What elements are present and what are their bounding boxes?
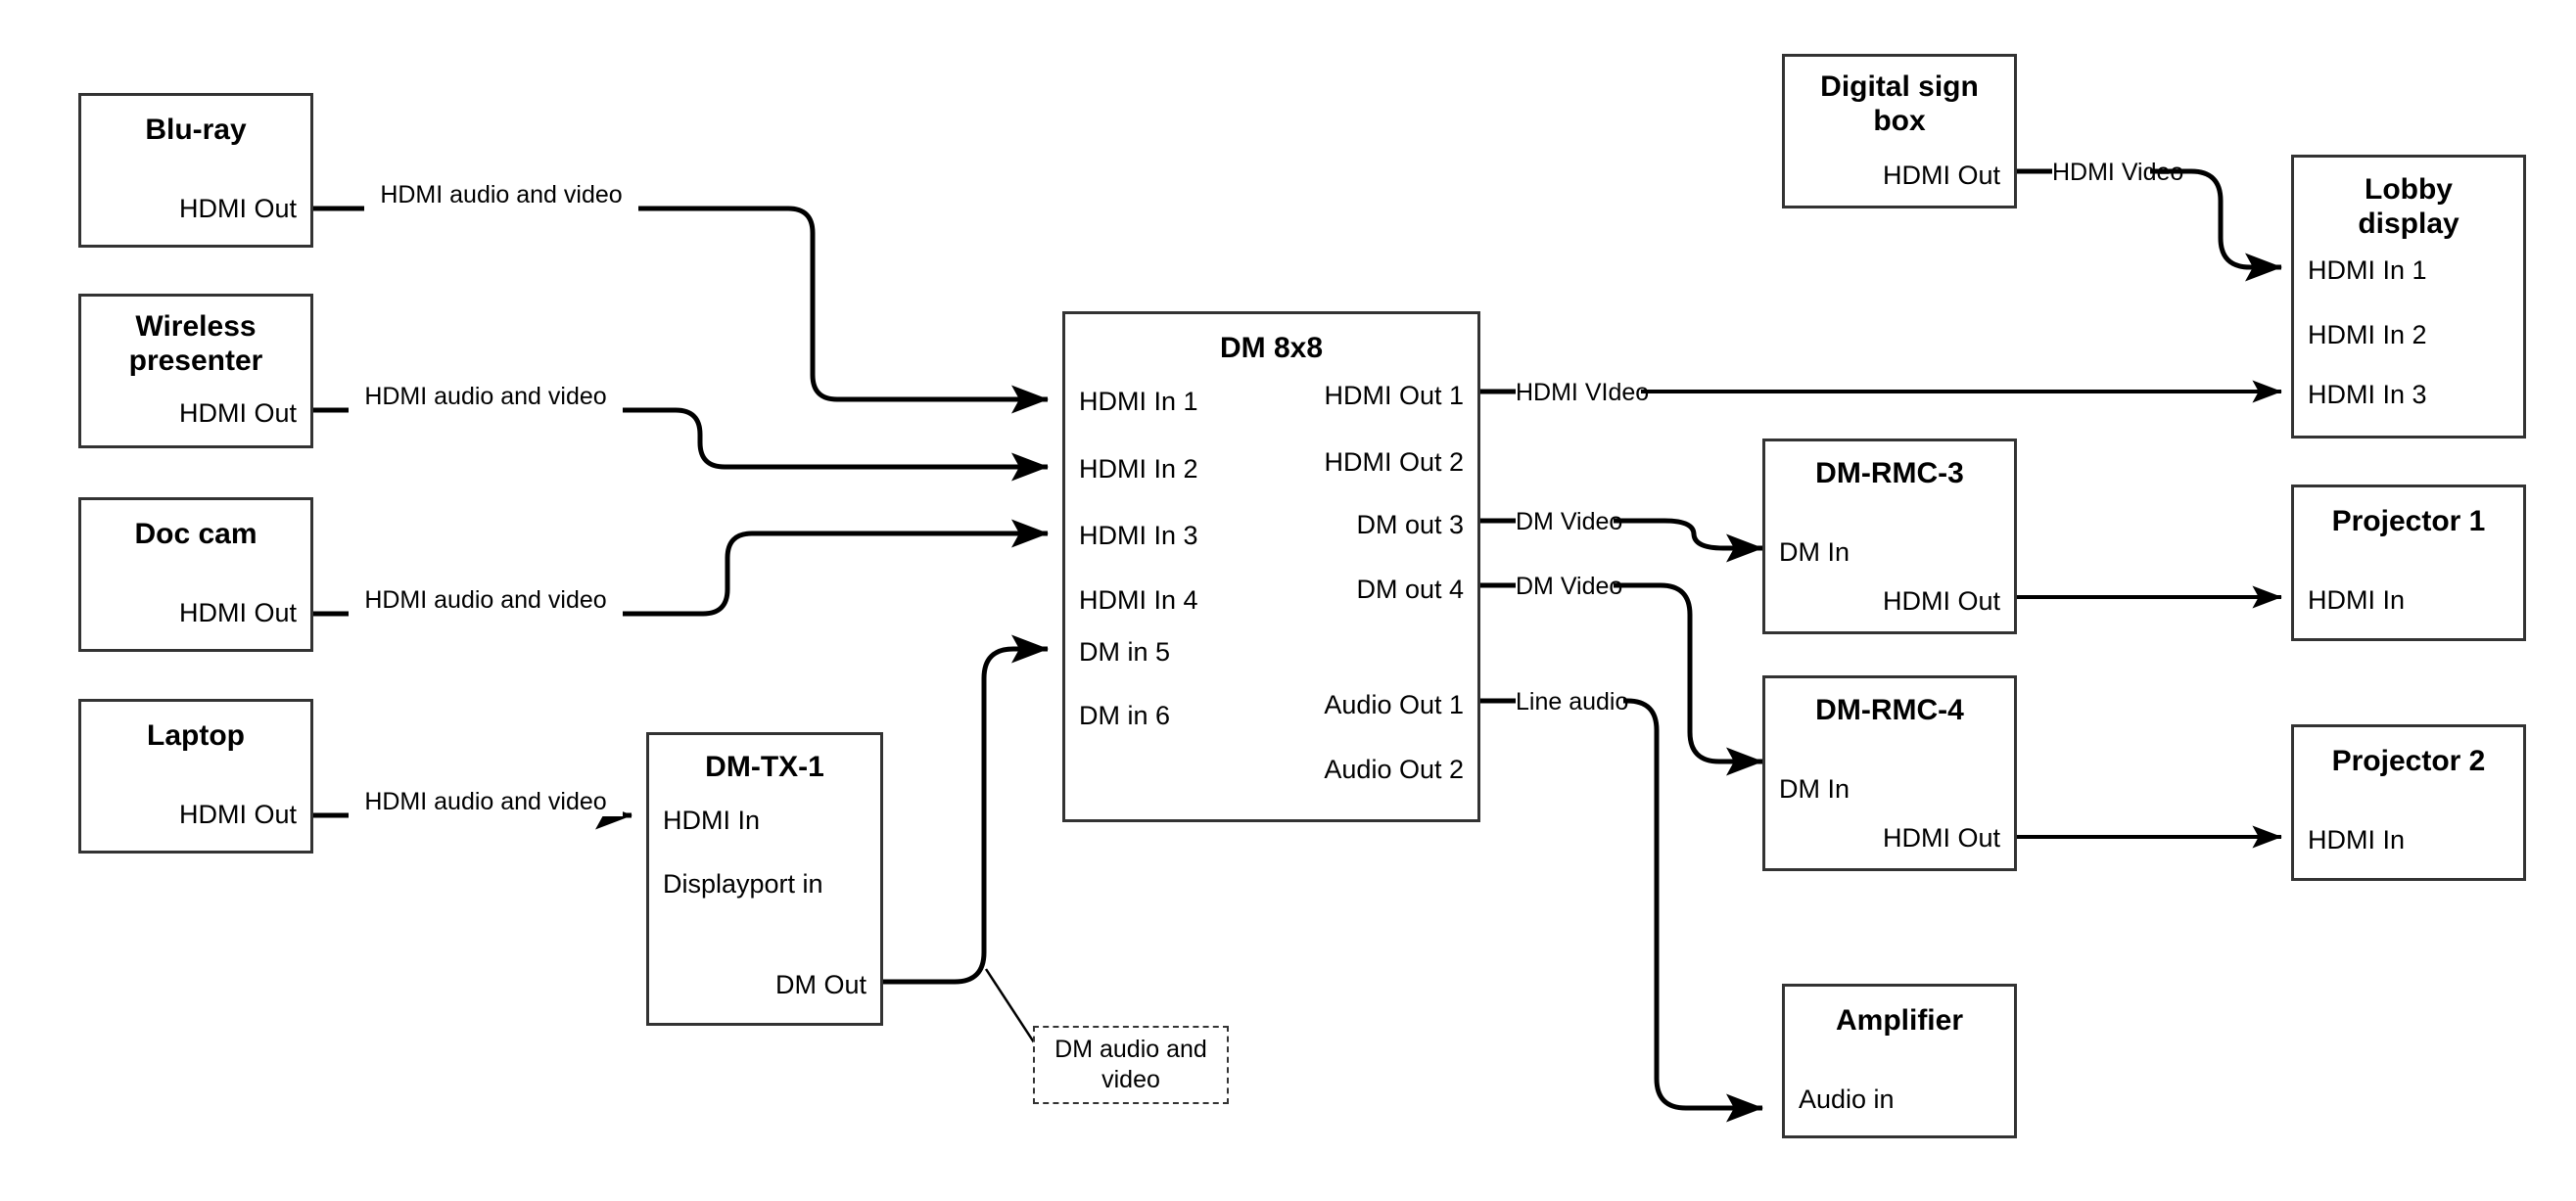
- node-dm-tx-1-port-dm-out: DM Out: [774, 970, 866, 999]
- node-projector-2[interactable]: Projector 2 HDMI In: [2291, 724, 2526, 881]
- node-dm-8x8-port-hdmi-in-1: HDMI In 1: [1079, 387, 1198, 416]
- node-dm-8x8-port-hdmi-in-3: HDMI In 3: [1079, 521, 1198, 550]
- wire-bluray-to-dm8x8-run: [638, 206, 1049, 414]
- node-dm-8x8-port-dm-in-5: DM in 5: [1079, 637, 1171, 667]
- node-dm-8x8-port-hdmi-out-2: HDMI Out 2: [1324, 447, 1464, 477]
- node-dm-8x8-port-audio-out-1: Audio Out 1: [1324, 690, 1464, 719]
- node-digital-sign-box-title: Digital sign box: [1820, 70, 1979, 137]
- annotation-dm-audio-and-video: DM audio and video: [1033, 1026, 1229, 1104]
- node-dm-tx-1-port-displayport-in: Displayport in: [663, 869, 823, 899]
- wire-dm8x8-audioout1-to-amp: [1596, 698, 1763, 1123]
- node-laptop-port-hdmi-out: HDMI Out: [178, 800, 297, 829]
- node-dm-rmc-4[interactable]: DM-RMC-4 DM In HDMI Out: [1762, 675, 2017, 871]
- wire-label-dm-video-3: DM Video: [1516, 508, 1623, 536]
- node-doc-cam-title: Doc cam: [134, 518, 258, 550]
- node-lobby-display-port-hdmi-in-3: HDMI In 3: [2308, 380, 2427, 409]
- node-digital-sign-box-port-hdmi-out: HDMI Out: [1882, 161, 2000, 190]
- node-dm-8x8-port-hdmi-out-1: HDMI Out 1: [1324, 381, 1464, 410]
- node-wireless-presenter-title: Wireless presenter: [128, 310, 263, 377]
- node-laptop[interactable]: Laptop HDMI Out: [78, 699, 313, 854]
- node-projector-2-port-hdmi-in: HDMI In: [2308, 825, 2406, 855]
- wire-label-laptop: HDMI audio and video: [349, 788, 623, 816]
- node-dm-rmc-4-port-hdmi-out: HDMI Out: [1882, 823, 2000, 853]
- wire-label-hdmi-video-sign: HDMI Video: [2052, 159, 2184, 187]
- node-bluray-port-hdmi-out: HDMI Out: [178, 194, 297, 223]
- wire-signbox-to-lobby: [2150, 168, 2282, 282]
- node-dm-8x8-port-hdmi-in-4: HDMI In 4: [1079, 585, 1198, 615]
- note-leader-line: [984, 968, 1038, 1046]
- wire-label-doccam: HDMI audio and video: [349, 586, 623, 615]
- node-lobby-display-port-hdmi-in-2: HDMI In 2: [2308, 320, 2427, 349]
- wire-label-line-audio: Line audio: [1516, 688, 1629, 716]
- wire-label-dm-video-4: DM Video: [1516, 573, 1623, 601]
- node-projector-1-port-hdmi-in: HDMI In: [2308, 585, 2406, 615]
- node-doc-cam-port-hdmi-out: HDMI Out: [178, 598, 297, 627]
- node-digital-sign-box[interactable]: Digital sign box HDMI Out: [1782, 54, 2017, 208]
- wire-wireless-to-dm8x8-run: [623, 407, 1049, 482]
- node-bluray-title: Blu-ray: [145, 114, 247, 146]
- node-dm-8x8[interactable]: DM 8x8 HDMI In 1 HDMI In 2 HDMI In 3 HDM…: [1062, 311, 1480, 822]
- wire-dmtx1-to-dm8x8: [883, 634, 1049, 985]
- wire-doccam-to-dm8x8-run: [623, 519, 1049, 617]
- node-amplifier-title: Amplifier: [1835, 1004, 1964, 1037]
- node-dm-rmc-4-title: DM-RMC-4: [1815, 694, 1964, 726]
- node-laptop-title: Laptop: [147, 719, 245, 752]
- node-dm-rmc-3-port-hdmi-out: HDMI Out: [1882, 586, 2000, 616]
- node-projector-1-title: Projector 1: [2331, 505, 2486, 537]
- wire-label-wireless: HDMI audio and video: [349, 383, 623, 411]
- wire-dm8x8-dmout4-to-rmc4: [1614, 582, 1763, 776]
- node-lobby-display-title: Lobby display: [2358, 173, 2459, 240]
- node-amplifier[interactable]: Amplifier Audio in: [1782, 984, 2017, 1138]
- node-lobby-display[interactable]: Lobby display HDMI In 1 HDMI In 2 HDMI I…: [2291, 155, 2526, 439]
- node-dm-rmc-4-port-dm-in: DM In: [1779, 774, 1850, 804]
- node-dm-8x8-port-dm-out-4: DM out 4: [1356, 575, 1464, 604]
- node-dm-8x8-port-hdmi-in-2: HDMI In 2: [1079, 454, 1198, 484]
- wire-label-hdmi-video-out1: HDMI VIdeo: [1516, 379, 1650, 407]
- node-lobby-display-port-hdmi-in-1: HDMI In 1: [2308, 255, 2427, 285]
- wire-label-bluray: HDMI audio and video: [364, 181, 638, 209]
- node-projector-1[interactable]: Projector 1 HDMI In: [2291, 485, 2526, 641]
- annotation-text: DM audio and video: [1054, 1035, 1207, 1093]
- node-dm-tx-1-port-hdmi-in: HDMI In: [663, 806, 761, 835]
- node-amplifier-port-audio-in: Audio in: [1799, 1085, 1895, 1114]
- node-wireless-presenter[interactable]: Wireless presenter HDMI Out: [78, 294, 313, 448]
- node-dm-rmc-3-title: DM-RMC-3: [1815, 457, 1964, 489]
- node-dm-8x8-port-audio-out-2: Audio Out 2: [1324, 755, 1464, 784]
- node-dm-8x8-title: DM 8x8: [1219, 332, 1324, 364]
- node-dm-rmc-3-port-dm-in: DM In: [1779, 537, 1850, 567]
- node-dm-rmc-3[interactable]: DM-RMC-3 DM In HDMI Out: [1762, 439, 2017, 634]
- node-wireless-presenter-port-hdmi-out: HDMI Out: [178, 398, 297, 428]
- node-dm-8x8-port-dm-out-3: DM out 3: [1356, 510, 1464, 539]
- node-bluray[interactable]: Blu-ray HDMI Out: [78, 93, 313, 248]
- node-dm-tx-1[interactable]: DM-TX-1 HDMI In Displayport in DM Out: [646, 732, 883, 1026]
- node-projector-2-title: Projector 2: [2331, 745, 2486, 777]
- node-doc-cam[interactable]: Doc cam HDMI Out: [78, 497, 313, 652]
- node-dm-tx-1-title: DM-TX-1: [705, 751, 824, 783]
- wire-dm8x8-dmout3-to-rmc3: [1614, 518, 1763, 563]
- node-dm-8x8-port-dm-in-6: DM in 6: [1079, 701, 1171, 730]
